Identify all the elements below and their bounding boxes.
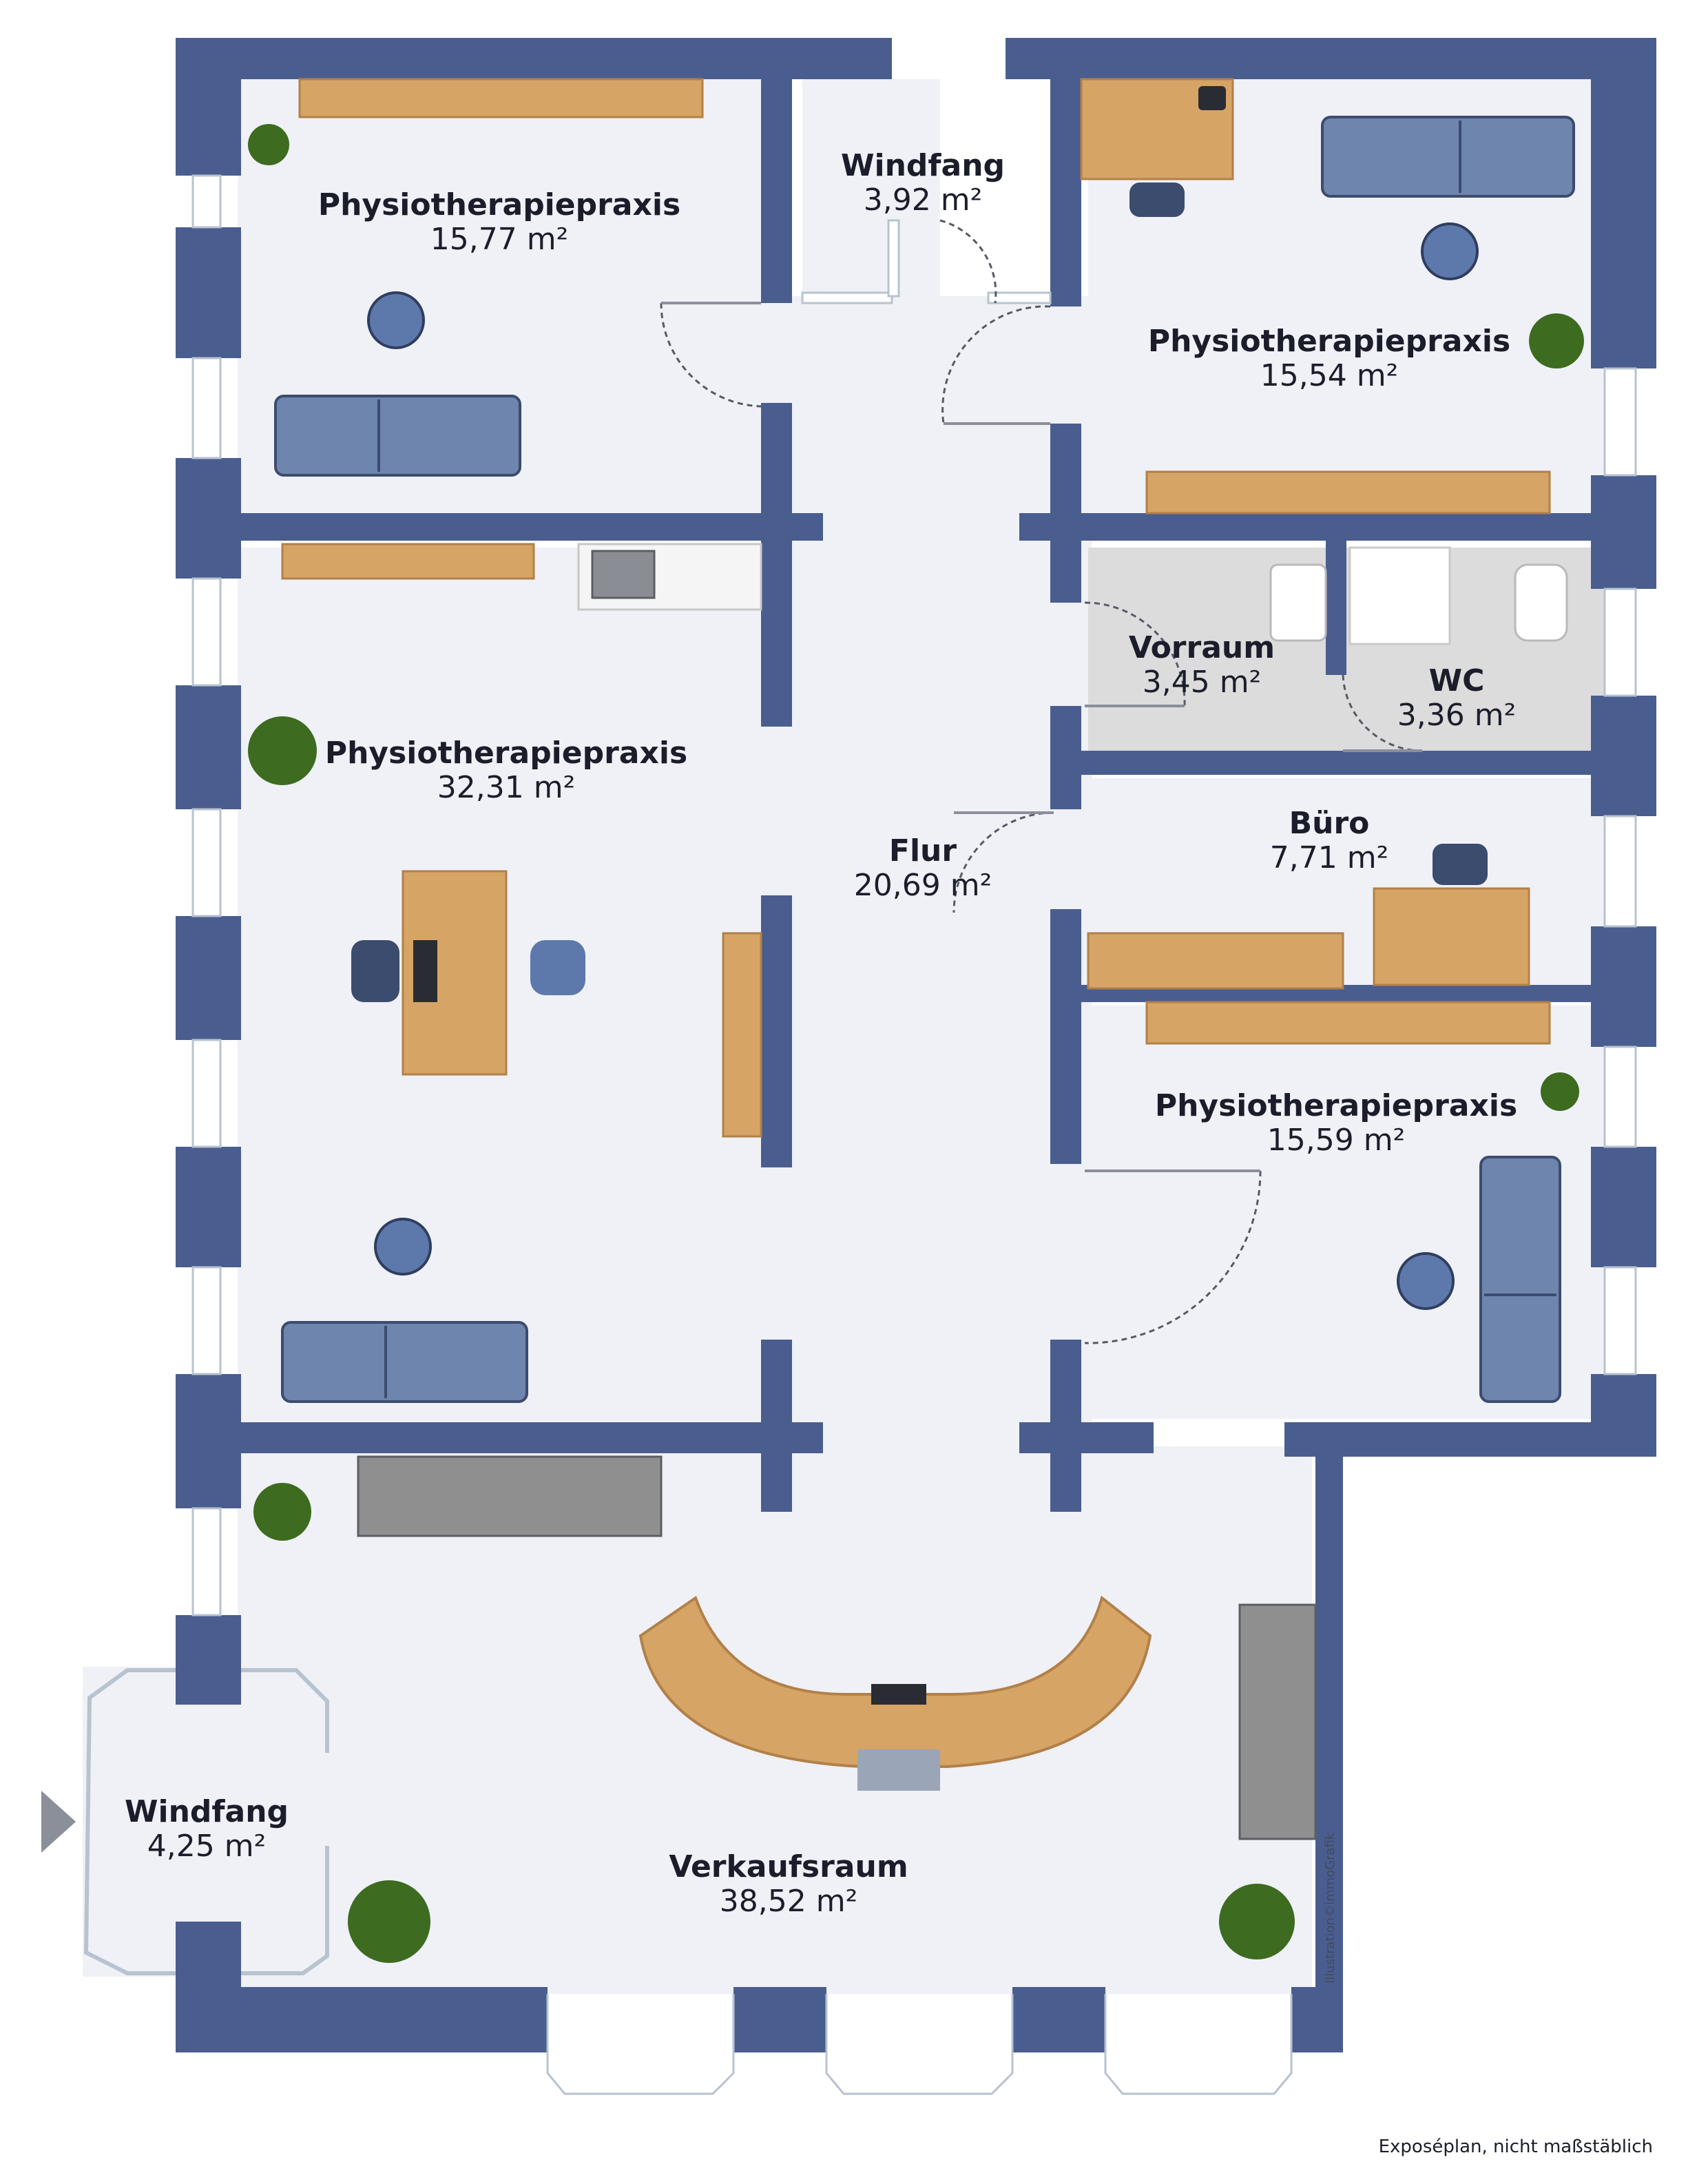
bay-windows-bottom (546, 1994, 1293, 2095)
office-desk (1373, 887, 1530, 986)
room-area-11: 38,52 m² (720, 1884, 857, 1919)
treatment-beds (274, 116, 1575, 1403)
plant-icon (248, 124, 1584, 1963)
room-area-6: 3,36 m² (1397, 698, 1516, 733)
cabinets (281, 78, 1551, 1138)
shower-icon (1348, 546, 1451, 645)
room-name-8: Flur (889, 833, 957, 869)
room-area-1: 15,77 m² (430, 222, 568, 257)
room-name-7: Büro (1289, 806, 1370, 841)
windfang-side-window (887, 219, 900, 298)
room-area-9: 15,59 m² (1267, 1123, 1405, 1158)
walls (176, 38, 1656, 2052)
entrance-arrow-icon (41, 1791, 76, 1853)
windfang-window-right (987, 291, 1052, 304)
reception-counter (638, 1595, 1152, 1768)
room-name-9: Physiotherapiepraxis (1155, 1088, 1517, 1123)
room-name-2: Windfang (841, 148, 1005, 183)
room-area-5: 3,45 m² (1143, 665, 1261, 700)
windows (191, 174, 1637, 1616)
illustration-credit: Illustration©immoGrafik (1323, 1832, 1337, 1984)
room-name-1: Physiotherapiepraxis (318, 187, 680, 222)
room-area-10: 4,25 m² (147, 1829, 266, 1864)
product-shelf (1238, 1603, 1317, 1840)
room-name-10: Windfang (125, 1794, 289, 1829)
stool-icon (367, 222, 1479, 1310)
chair-icon (530, 940, 585, 995)
chair-icon (351, 940, 399, 1002)
sink-icon (591, 550, 656, 599)
room-area-3: 15,54 m² (1260, 358, 1398, 393)
room-labels: Physiotherapiepraxis 15,77 m² Windfang 3… (125, 148, 1517, 1919)
monitor-icon (413, 940, 437, 1002)
chair-icon (1129, 183, 1185, 217)
entrance-bay-window (83, 1668, 329, 1975)
room-name-11: Verkaufsraum (669, 1849, 908, 1884)
sink-icon (1269, 563, 1327, 642)
room-area-7: 7,71 m² (1270, 840, 1388, 875)
room-area-2: 3,92 m² (864, 183, 982, 218)
room-name-3: Physiotherapiepraxis (1148, 324, 1510, 359)
room-name-6: WC (1429, 663, 1485, 698)
monitor-icon (871, 1684, 926, 1705)
phone-icon (1198, 86, 1226, 110)
product-display (857, 1749, 940, 1791)
room-area-4: 32,31 m² (437, 770, 575, 805)
office-desk (1080, 78, 1234, 180)
toilet-icon (1514, 563, 1568, 642)
windfang-top-window (801, 291, 893, 304)
doors (660, 219, 1423, 1344)
chair-icon (1433, 844, 1488, 885)
plan-caption: Exposéplan, nicht maßstäblich (1379, 2136, 1653, 2157)
room-name-4: Physiotherapiepraxis (325, 736, 687, 771)
product-shelf (357, 1455, 663, 1537)
room-area-8: 20,69 m² (854, 868, 992, 903)
room-name-5: Vorraum (1129, 630, 1275, 665)
